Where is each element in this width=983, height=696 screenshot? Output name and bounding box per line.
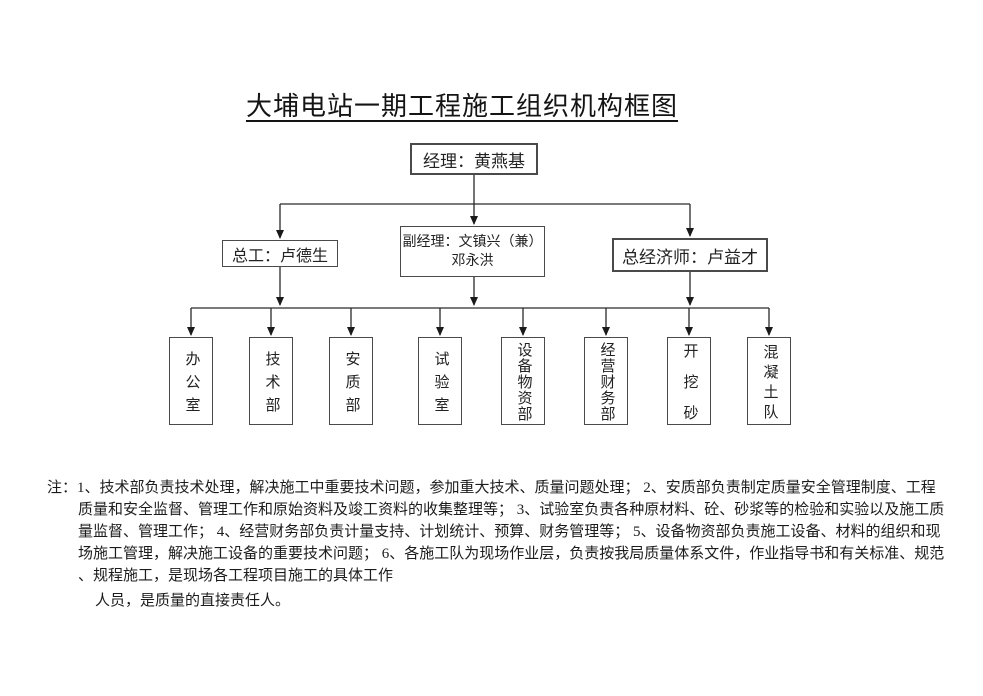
dept-label-laboratory: 试验室	[432, 350, 449, 420]
notes-block: 注：1、技术部负责技术处理，解决施工中重要技术问题，参加重大技术、质量问题处理；…	[47, 477, 977, 612]
dept-box-business-finance: 经营财务部	[584, 337, 628, 425]
dept-label-office: 办公室	[183, 350, 200, 420]
dept-label-excavation: 开挖砂	[681, 342, 698, 436]
dept-box-technical: 技术部	[249, 337, 293, 425]
chief-engineer-box: 总工：卢德生	[222, 240, 338, 267]
dept-box-concrete-team: 混凝土队	[747, 337, 791, 425]
dept-label-concrete-team: 混凝土队	[761, 343, 778, 424]
chief-economist-box: 总经济师：卢益才	[612, 238, 768, 272]
notes-line-2: 质量和安全监督、管理工作和原始资料及竣工资料的收集整理等； 3、试验室负责各种原…	[78, 502, 945, 518]
dept-box-safety-quality: 安质部	[329, 337, 373, 425]
notes-line-5: 、规程施工，是现场各工程项目施工的具体工作	[78, 568, 394, 584]
chief-economist-label: 总经济师：卢益才	[622, 247, 758, 267]
notes-line-4: 场施工管理，解决施工设备的重要技术问题； 6、各施工队为现场作业层，负责按我局质…	[78, 546, 945, 562]
dept-box-laboratory: 试验室	[418, 337, 462, 425]
chief-engineer-label: 总工：卢德生	[231, 247, 328, 265]
dept-label-safety-quality: 安质部	[343, 350, 360, 420]
deputy-manager-label-line2: 邓永洪	[451, 253, 494, 269]
deputy-manager-label-line1: 副经理：文镇兴（兼）	[402, 234, 543, 250]
dept-box-equipment-materials: 设备物资部	[501, 337, 545, 425]
notes-line-3: 量监督、管理工作； 4、经营财务部负责计量支持、计划统计、预算、财务管理等； 5…	[78, 524, 941, 540]
dept-box-excavation: 开挖砂	[667, 337, 711, 436]
dept-label-equipment-materials: 设备物资部	[515, 341, 532, 422]
diagram-title: 大埔电站一期工程施工组织机构框图	[245, 92, 678, 121]
manager-box: 经理：黄燕基	[410, 143, 538, 175]
deputy-manager-box: 副经理：文镇兴（兼） 邓永洪	[400, 226, 545, 277]
notes-line-1: 注：1、技术部负责技术处理，解决施工中重要技术问题，参加重大技术、质量问题处理；…	[47, 480, 936, 496]
dept-label-technical: 技术部	[263, 350, 280, 420]
notes-line-6: 人员，是质量的直接责任人。	[95, 593, 291, 609]
manager-label: 经理：黄燕基	[423, 151, 525, 171]
dept-box-office: 办公室	[169, 337, 213, 425]
dept-label-business-finance: 经营财务部	[598, 341, 615, 422]
